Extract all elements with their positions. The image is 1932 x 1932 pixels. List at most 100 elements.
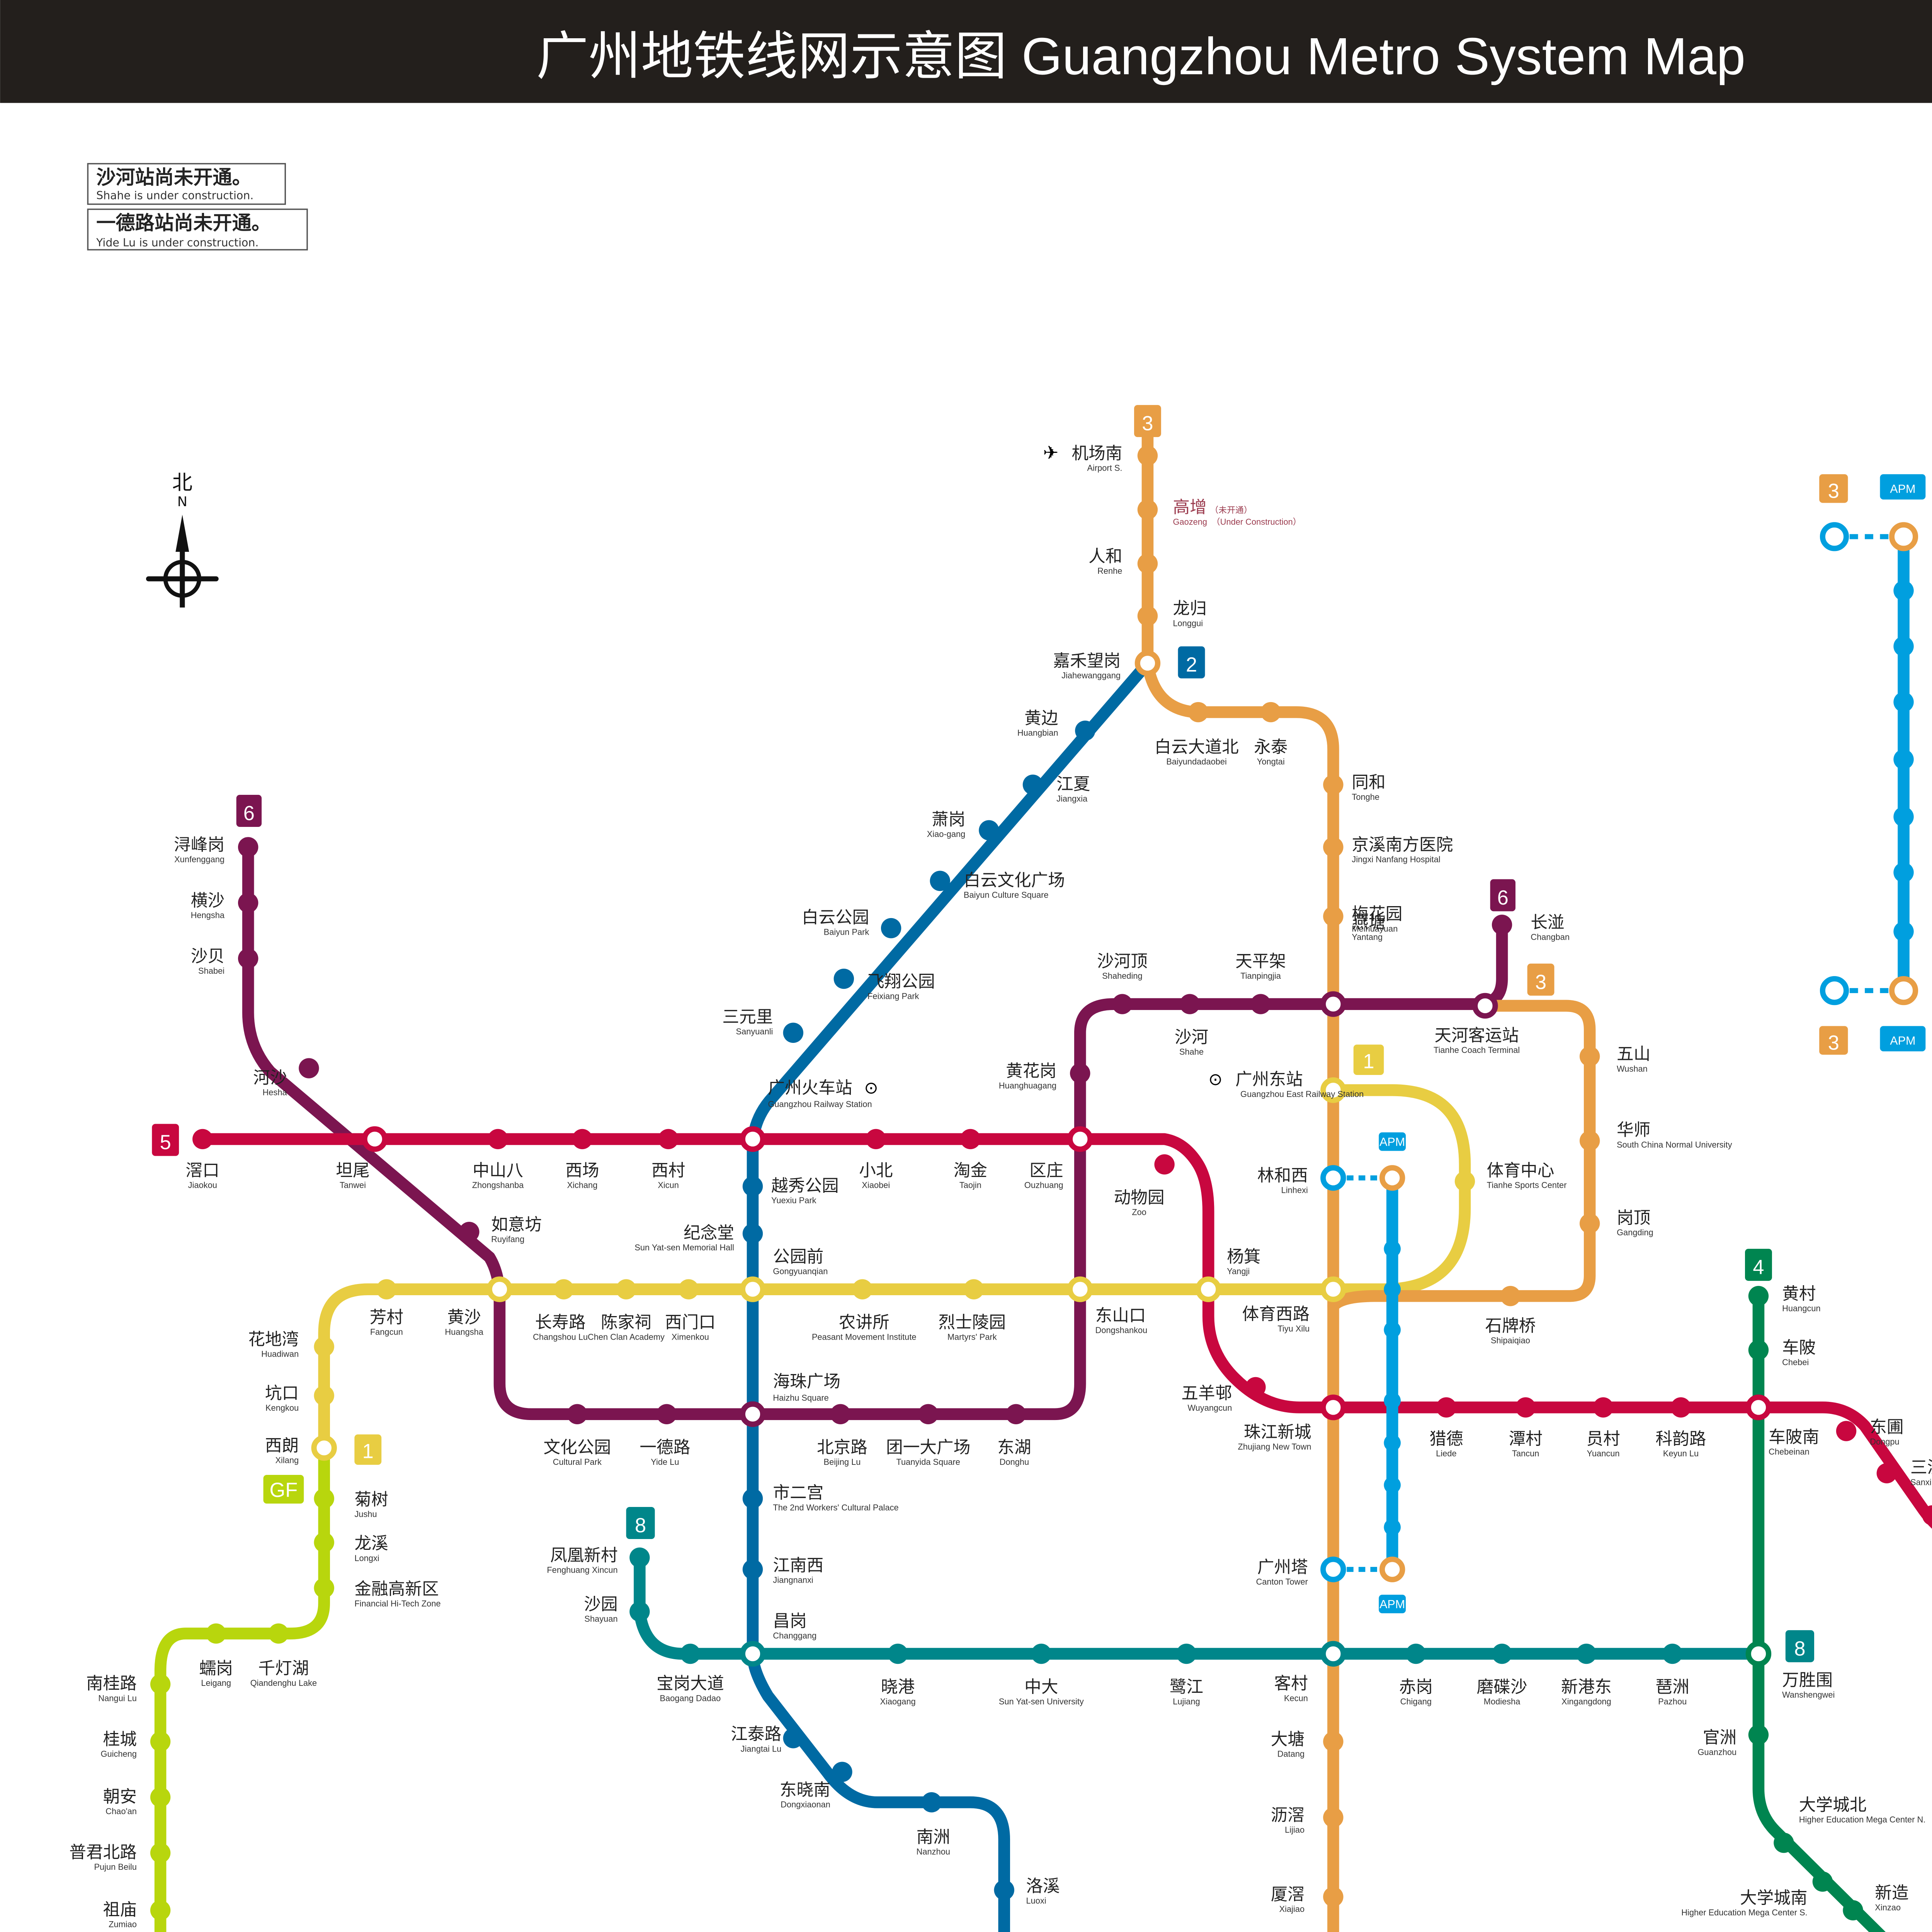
svg-text:纪念堂: 纪念堂 bbox=[684, 1223, 734, 1243]
svg-text:Chigang: Chigang bbox=[1400, 1697, 1432, 1706]
svg-text:Tiyu Xilu: Tiyu Xilu bbox=[1277, 1324, 1310, 1333]
railway-station-icon: ⊙ bbox=[864, 1078, 878, 1098]
svg-text:蠕岗: 蠕岗 bbox=[199, 1658, 233, 1678]
svg-text:五山: 五山 bbox=[1617, 1044, 1650, 1064]
svg-text:龙溪: 龙溪 bbox=[354, 1534, 388, 1553]
svg-text:4: 4 bbox=[1753, 1256, 1764, 1279]
svg-text:Huadiwan: Huadiwan bbox=[261, 1349, 299, 1359]
svg-text:Huangcun: Huangcun bbox=[1782, 1303, 1821, 1313]
interchange-icon bbox=[1067, 1276, 1093, 1302]
svg-text:坑口: 坑口 bbox=[265, 1384, 299, 1403]
svg-text:（未开通）: （未开通） bbox=[1210, 505, 1252, 515]
svg-text:北: 北 bbox=[172, 471, 192, 495]
svg-text:厦滘: 厦滘 bbox=[1271, 1885, 1304, 1905]
svg-text:陈家祠: 陈家祠 bbox=[601, 1313, 651, 1332]
svg-text:Zoo: Zoo bbox=[1132, 1207, 1146, 1217]
svg-text:区庄: 区庄 bbox=[1029, 1161, 1063, 1180]
svg-text:广州火车站: 广州火车站 bbox=[768, 1078, 852, 1098]
svg-text:Nangui Lu: Nangui Lu bbox=[98, 1693, 137, 1703]
svg-text:APM: APM bbox=[1379, 1598, 1405, 1611]
svg-text:人和: 人和 bbox=[1088, 546, 1122, 566]
svg-text:如意坊: 如意坊 bbox=[491, 1215, 542, 1235]
svg-text:Airport S.: Airport S. bbox=[1087, 463, 1122, 473]
svg-text:五羊邨: 五羊邨 bbox=[1181, 1384, 1232, 1403]
svg-text:APM: APM bbox=[1379, 1135, 1405, 1148]
svg-text:Modiesha: Modiesha bbox=[1484, 1697, 1521, 1706]
svg-text:1: 1 bbox=[1363, 1051, 1374, 1073]
svg-text:团一大广场: 团一大广场 bbox=[886, 1437, 970, 1457]
svg-text:8: 8 bbox=[1794, 1638, 1805, 1660]
svg-text:Xicun: Xicun bbox=[658, 1180, 679, 1190]
badge-line-1: 1 bbox=[1353, 1044, 1384, 1075]
svg-text:Ximenkou: Ximenkou bbox=[672, 1332, 709, 1342]
svg-text:Chao'an: Chao'an bbox=[105, 1806, 137, 1816]
svg-text:Tuanyida Square: Tuanyida Square bbox=[896, 1457, 960, 1467]
svg-text:Longgui: Longgui bbox=[1173, 618, 1203, 628]
svg-text:南桂路: 南桂路 bbox=[86, 1674, 137, 1694]
line-4-track bbox=[1752, 1290, 1886, 1932]
svg-text:（Under Construction）: （Under Construction） bbox=[1212, 517, 1301, 527]
svg-text:广州塔: 广州塔 bbox=[1257, 1557, 1308, 1577]
svg-text:黄边: 黄边 bbox=[1024, 709, 1058, 728]
svg-text:磨碟沙: 磨碟沙 bbox=[1477, 1677, 1527, 1697]
svg-text:白云大道北: 白云大道北 bbox=[1154, 737, 1238, 757]
svg-text:Feixiang Park: Feixiang Park bbox=[867, 991, 919, 1001]
svg-text:京溪南方医院: 京溪南方医院 bbox=[1352, 835, 1453, 855]
notice-cn: 一德路站尚未开通。 bbox=[96, 211, 271, 234]
svg-text:Xunfenggang: Xunfenggang bbox=[174, 855, 224, 864]
station-label-under-construction: 高增（未开通）Gaozeng（Under Construction） bbox=[1173, 498, 1301, 527]
compass-icon: 北 N bbox=[146, 471, 219, 608]
svg-text:Jushu: Jushu bbox=[354, 1509, 377, 1519]
svg-text:Lijiao: Lijiao bbox=[1285, 1825, 1304, 1835]
badge-line-3-inset-top: 3 bbox=[1819, 474, 1848, 503]
gf-line-track bbox=[154, 1442, 330, 1932]
svg-text:Yongtai: Yongtai bbox=[1257, 757, 1285, 766]
svg-text:Peasant Movement Institute: Peasant Movement Institute bbox=[812, 1332, 917, 1342]
svg-text:凤凰新村: 凤凰新村 bbox=[550, 1546, 618, 1565]
svg-text:Beijing Lu: Beijing Lu bbox=[824, 1457, 861, 1467]
svg-text:岗顶: 岗顶 bbox=[1617, 1208, 1650, 1228]
svg-text:千灯湖: 千灯湖 bbox=[258, 1658, 309, 1678]
notice-en: Shahe is under construction. bbox=[96, 189, 253, 202]
svg-text:Jiahewanggang: Jiahewanggang bbox=[1061, 671, 1121, 680]
svg-text:Taojin: Taojin bbox=[959, 1180, 981, 1190]
svg-text:天平架: 天平架 bbox=[1235, 951, 1286, 971]
svg-text:越秀公园: 越秀公园 bbox=[771, 1176, 839, 1196]
svg-text:5: 5 bbox=[160, 1131, 171, 1154]
interchange-icon bbox=[1472, 993, 1498, 1019]
svg-text:Liede: Liede bbox=[1436, 1449, 1456, 1458]
svg-text:Financial Hi-Tech Zone: Financial Hi-Tech Zone bbox=[354, 1599, 440, 1609]
svg-text:嘉禾望岗: 嘉禾望岗 bbox=[1053, 651, 1121, 671]
svg-text:员村: 员村 bbox=[1586, 1429, 1620, 1449]
svg-text:Fangcun: Fangcun bbox=[370, 1327, 403, 1337]
notice-yidelu: 一德路站尚未开通。 Yide Lu is under construction. bbox=[87, 208, 308, 251]
svg-text:新港东: 新港东 bbox=[1561, 1677, 1612, 1697]
svg-text:Hengsha: Hengsha bbox=[191, 910, 225, 920]
svg-text:黄村: 黄村 bbox=[1782, 1284, 1816, 1304]
svg-text:客村: 客村 bbox=[1274, 1674, 1308, 1694]
